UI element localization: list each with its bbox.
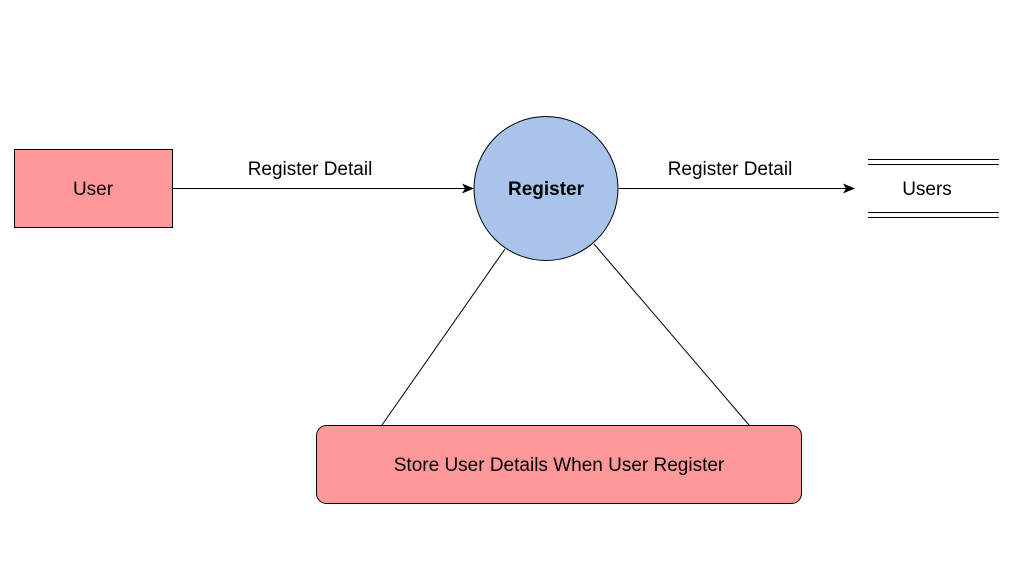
flow-user-to-register[interactable]: Register Detail bbox=[173, 159, 474, 194]
entity-user[interactable]: User bbox=[14, 149, 173, 228]
process-register[interactable]: Register bbox=[473, 116, 619, 261]
flow-register-to-users-label: Register Detail bbox=[668, 159, 793, 180]
note-box bbox=[316, 425, 802, 504]
note-connector-left bbox=[381, 248, 506, 426]
flow-user-to-register-label: Register Detail bbox=[248, 159, 373, 180]
note-connector-right bbox=[593, 243, 750, 426]
note-store-user-details[interactable]: Store User Details When User Register bbox=[316, 425, 802, 504]
datastore-users-label: Users bbox=[902, 179, 952, 200]
note-label: Store User Details When User Register bbox=[394, 455, 725, 476]
flow-register-to-users[interactable]: Register Detail bbox=[619, 159, 855, 194]
entity-user-label: User bbox=[73, 179, 114, 200]
process-register-label: Register bbox=[508, 179, 585, 200]
process-register-circle bbox=[473, 116, 619, 261]
entity-user-box bbox=[14, 149, 173, 228]
datastore-users[interactable]: Users bbox=[868, 159, 999, 218]
